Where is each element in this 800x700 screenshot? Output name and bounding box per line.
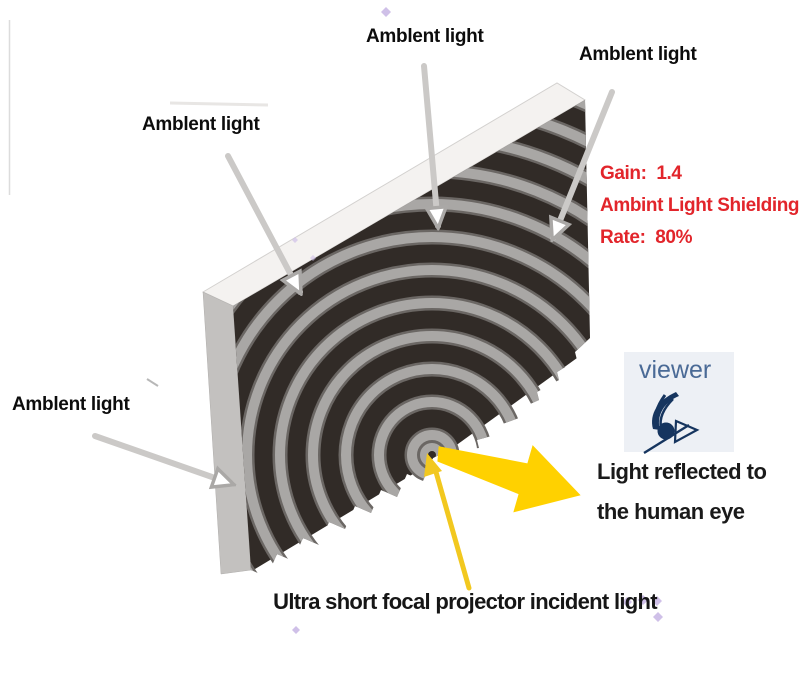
ambient-light-label-upper-left: Amblent light xyxy=(142,114,260,135)
ambient-arrow-top-right xyxy=(553,89,615,238)
ambient-light-arrows xyxy=(92,63,615,484)
spec-gain: Gain: 1.4 xyxy=(600,163,682,184)
screen-specs: Gain: 1.4 Ambint Light Shielding Rate: 8… xyxy=(600,158,800,254)
incident-light-arrow xyxy=(424,453,472,591)
diamond-decorations xyxy=(292,7,663,634)
ambient-light-label-top-center: Amblent light xyxy=(366,26,484,47)
viewer-label: viewer xyxy=(639,356,712,384)
reflected-caption-line2: the human eye xyxy=(597,499,745,524)
reflected-light-arrow xyxy=(437,445,581,513)
spec-rate: Rate: 80% xyxy=(600,227,693,248)
reflected-caption-line1: Light reflected to xyxy=(597,459,767,484)
ambient-light-label-mid-left: Amblent light xyxy=(12,394,130,415)
reflected-light-caption: Light reflected to the human eye xyxy=(597,452,767,532)
ambient-arrow-top-center xyxy=(421,63,438,226)
eye-icon xyxy=(643,392,700,455)
spec-shielding: Ambint Light Shielding xyxy=(600,195,800,216)
ambient-light-label-top-right: Amblent light xyxy=(579,44,697,65)
scan-artifacts xyxy=(8,20,269,387)
incident-light-caption: Ultra short focal projector incident lig… xyxy=(273,589,657,614)
viewer-thumbnail xyxy=(624,352,734,452)
ambient-arrow-upper-left xyxy=(225,153,303,292)
ambient-arrow-mid-left xyxy=(92,433,232,484)
